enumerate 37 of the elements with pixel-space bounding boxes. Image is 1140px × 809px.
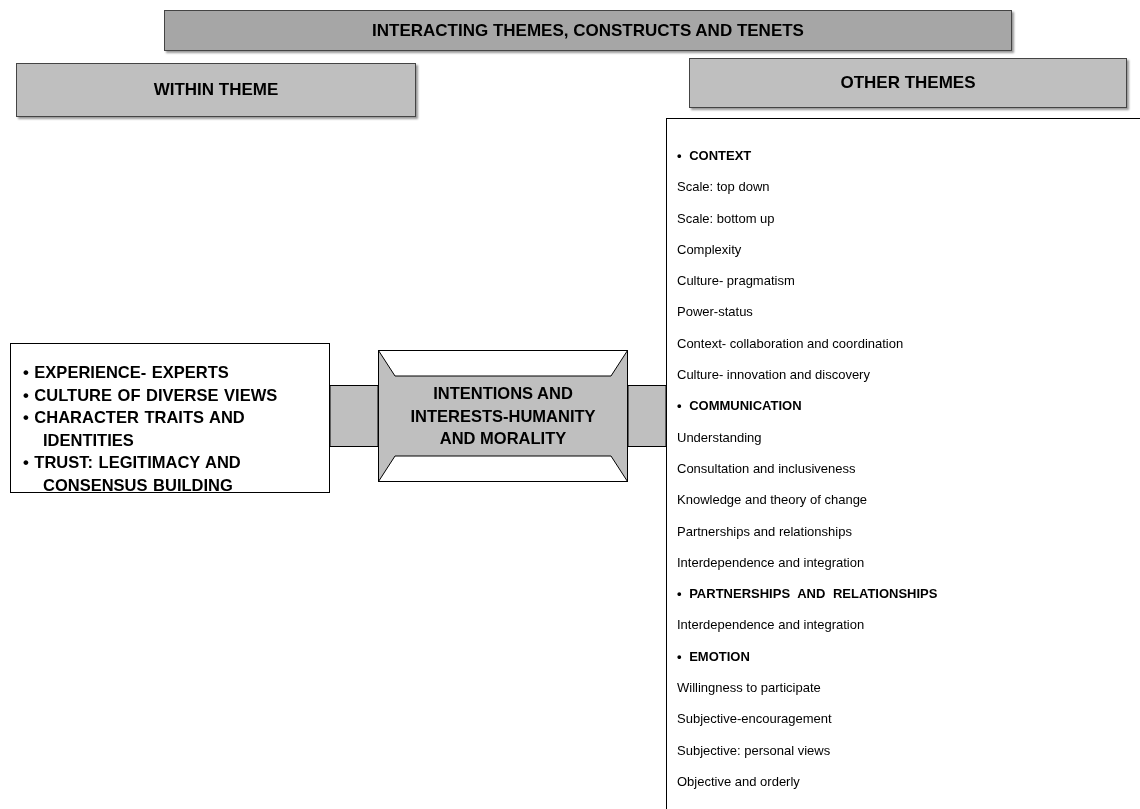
theme-heading: • COMMUNICATION: [677, 398, 802, 414]
theme-heading: • EMOTION: [677, 648, 750, 664]
title-banner: [164, 10, 1012, 51]
list-item: • TRUST: LEGITIMACY AND CONSENSUS BUILDING: [23, 452, 242, 496]
theme-item: Objective and orderly: [677, 773, 800, 789]
list-item: • CULTURE OF DIVERSE VIEWS: [23, 384, 279, 406]
header-text: WITHIN THEME: [153, 80, 279, 100]
header-box: [16, 63, 416, 117]
list-item: • EXPERIENCE- EXPERTS: [23, 362, 230, 383]
theme-item: Context- collaboration and coordination: [677, 335, 904, 351]
list-item: • CHARACTER TRAITS AND IDENTITIES: [23, 407, 246, 451]
theme-list-box: [10, 343, 330, 493]
theme-item: Interdependence and integration: [677, 554, 865, 570]
theme-item: Interdependence and integration: [677, 617, 865, 633]
theme-item: Complexity: [677, 241, 742, 257]
theme-item: Subjective: personal views: [677, 742, 831, 758]
connector-band: [627, 385, 667, 447]
theme-item: Scale: bottom up: [677, 210, 775, 226]
connector-band: [329, 385, 379, 447]
theme-heading: • PARTNERSHIPS AND RELATIONSHIPS: [677, 586, 938, 602]
theme-list-panel: [666, 118, 1140, 809]
theme-item: Willingness to participate: [677, 680, 821, 696]
theme-item: Knowledge and theory of change: [677, 492, 868, 508]
theme-heading: • CONTEXT: [677, 148, 752, 163]
header-text: OTHER THEMES: [840, 73, 976, 93]
theme-item: Culture- pragmatism: [677, 273, 795, 289]
theme-item: Culture- innovation and discovery: [677, 367, 870, 383]
theme-item: Subjective-encouragement: [677, 711, 832, 727]
center-text: INTENTIONS AND INTERESTS-HUMANITY AND MORALITY: [409, 383, 597, 450]
bevel-shape: [378, 350, 628, 482]
theme-item: Power-status: [677, 304, 753, 320]
header-text: INTERACTING THEMES, CONSTRUCTS AND TENETS: [372, 20, 804, 41]
theme-item: Partnerships and relationships: [677, 523, 852, 539]
theme-item: Scale: top down: [677, 179, 770, 195]
theme-item: Understanding: [677, 429, 762, 445]
theme-item: Consultation and inclusiveness: [677, 460, 856, 476]
header-box: [689, 58, 1127, 108]
